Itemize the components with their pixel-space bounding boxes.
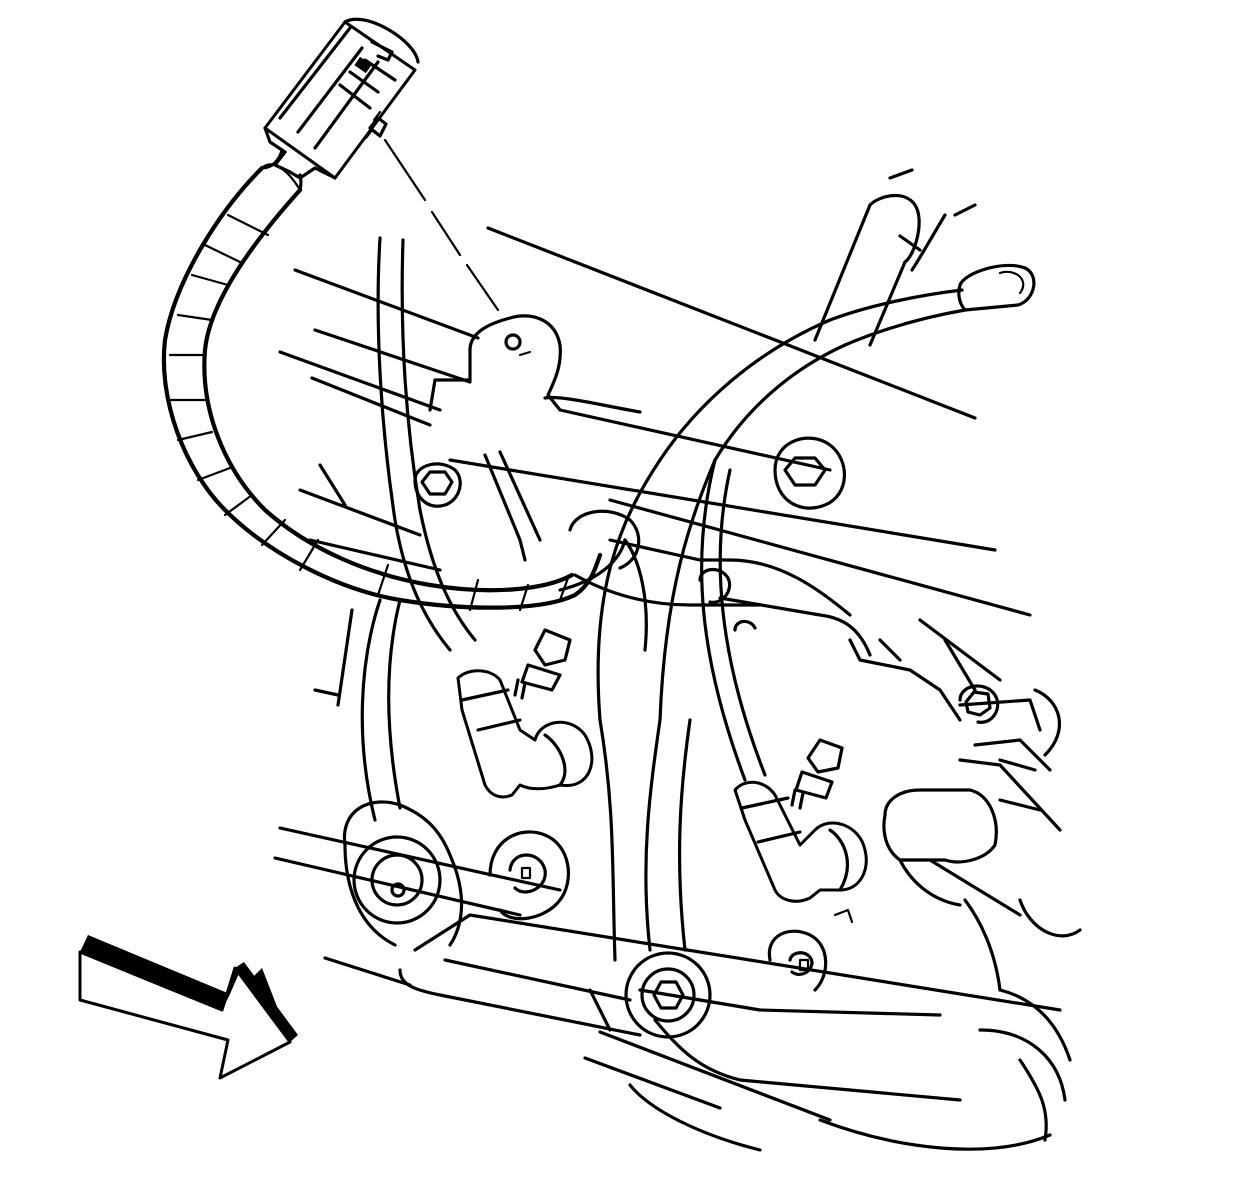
- harness-retainer-pin: [364, 110, 500, 312]
- harness-connector: [260, 17, 420, 192]
- spark-plug-wire: [360, 236, 767, 962]
- view-direction-arrow-icon: [78, 935, 298, 1080]
- mounting-bolt: [413, 436, 1000, 724]
- exhaust-manifold: [342, 800, 1072, 1152]
- coolant-pipe: [658, 168, 1036, 462]
- spark-plug: [513, 628, 998, 864]
- wiring-harness: [161, 163, 603, 612]
- spark-plug-boot: [456, 669, 868, 903]
- cylinder-head: [428, 314, 1082, 938]
